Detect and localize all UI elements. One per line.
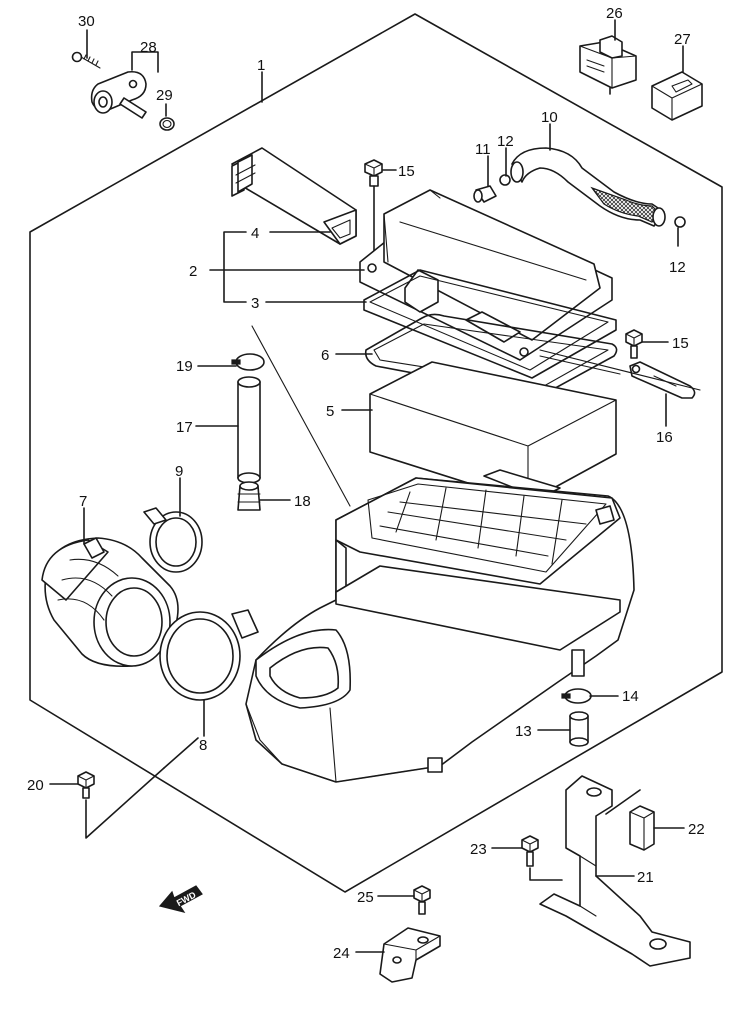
strap-link — [539, 349, 701, 391]
o-ring-29 — [159, 117, 175, 131]
intake-duct-4 — [231, 147, 357, 245]
callout-5: 5 — [326, 403, 334, 420]
clip-12-lower — [674, 216, 686, 228]
air-box-case — [245, 477, 635, 783]
callout-30: 30 — [78, 13, 95, 30]
callout-2: 2 — [189, 263, 197, 280]
leader-bolt-20 — [85, 767, 165, 839]
bolt-15-right — [625, 329, 643, 359]
callout-18: 18 — [294, 493, 311, 510]
callout-14: 14 — [622, 688, 639, 705]
callout-23: 23 — [470, 841, 487, 858]
callout-12-upper: 12 — [497, 133, 514, 150]
leader-bolt-23 — [529, 867, 563, 881]
callout-12-lower: 12 — [669, 259, 686, 276]
callout-7: 7 — [79, 493, 87, 510]
callout-19: 19 — [176, 358, 193, 375]
inlet-duct-7 — [41, 537, 179, 668]
callout-29: 29 — [156, 87, 173, 104]
bracket-21 — [539, 775, 691, 967]
callout-16: 16 — [656, 429, 673, 446]
clip-12-upper — [499, 174, 511, 186]
callout-4: 4 — [251, 225, 259, 242]
bolt-25 — [413, 885, 431, 915]
callout-24: 24 — [333, 945, 350, 962]
callout-labels: 1 2 3 4 5 6 7 8 9 10 11 12 12 13 14 15 1… — [27, 5, 705, 962]
clamp-8 — [159, 609, 259, 701]
assembly-boundary — [29, 13, 723, 893]
callout-15-top: 15 — [398, 163, 415, 180]
callout-21: 21 — [637, 869, 654, 886]
callout-25: 25 — [357, 889, 374, 906]
bolt-15-top — [364, 159, 383, 187]
callout-9: 9 — [175, 463, 183, 480]
block-27 — [651, 71, 703, 121]
callout-26: 26 — [606, 5, 623, 22]
filter-element-5 — [369, 361, 617, 503]
filter-frame-6 — [364, 313, 618, 397]
leader-bolt-20-b — [163, 737, 199, 769]
callout-6: 6 — [321, 347, 329, 364]
callout-27: 27 — [674, 31, 691, 48]
callout-20: 20 — [27, 777, 44, 794]
strap-16 — [629, 361, 696, 399]
callout-11: 11 — [475, 141, 491, 158]
callout-8: 8 — [199, 737, 207, 754]
cap-11 — [473, 185, 497, 203]
callout-1: 1 — [257, 57, 265, 74]
air-cleaner-lid-2 — [359, 189, 613, 361]
plug-13 — [569, 711, 589, 747]
leader-bracket-damper — [605, 789, 641, 815]
clamp-9 — [143, 507, 203, 573]
drain-tube-17 — [237, 376, 261, 484]
bracket-24 — [379, 927, 441, 983]
screw-30 — [71, 51, 101, 69]
callout-3: 3 — [251, 295, 259, 312]
lid-gasket-3 — [363, 269, 617, 379]
bolt-23 — [521, 835, 539, 867]
connector-26 — [579, 35, 637, 95]
assembly-axis-19 — [251, 325, 351, 507]
callout-17: 17 — [176, 419, 193, 436]
callout-28: 28 — [140, 39, 157, 56]
callout-15-right: 15 — [672, 335, 689, 352]
callout-13: 13 — [515, 723, 532, 740]
fwd-direction-arrow: FWD — [158, 885, 203, 913]
callout-10: 10 — [541, 109, 558, 126]
breather-hose-10 — [510, 147, 666, 227]
bolt-20 — [77, 771, 95, 799]
callout-22: 22 — [688, 821, 705, 838]
damper-22 — [629, 805, 655, 851]
plug-18 — [237, 481, 261, 511]
sensor-28 — [90, 70, 147, 119]
callout-leaders — [49, 19, 685, 953]
